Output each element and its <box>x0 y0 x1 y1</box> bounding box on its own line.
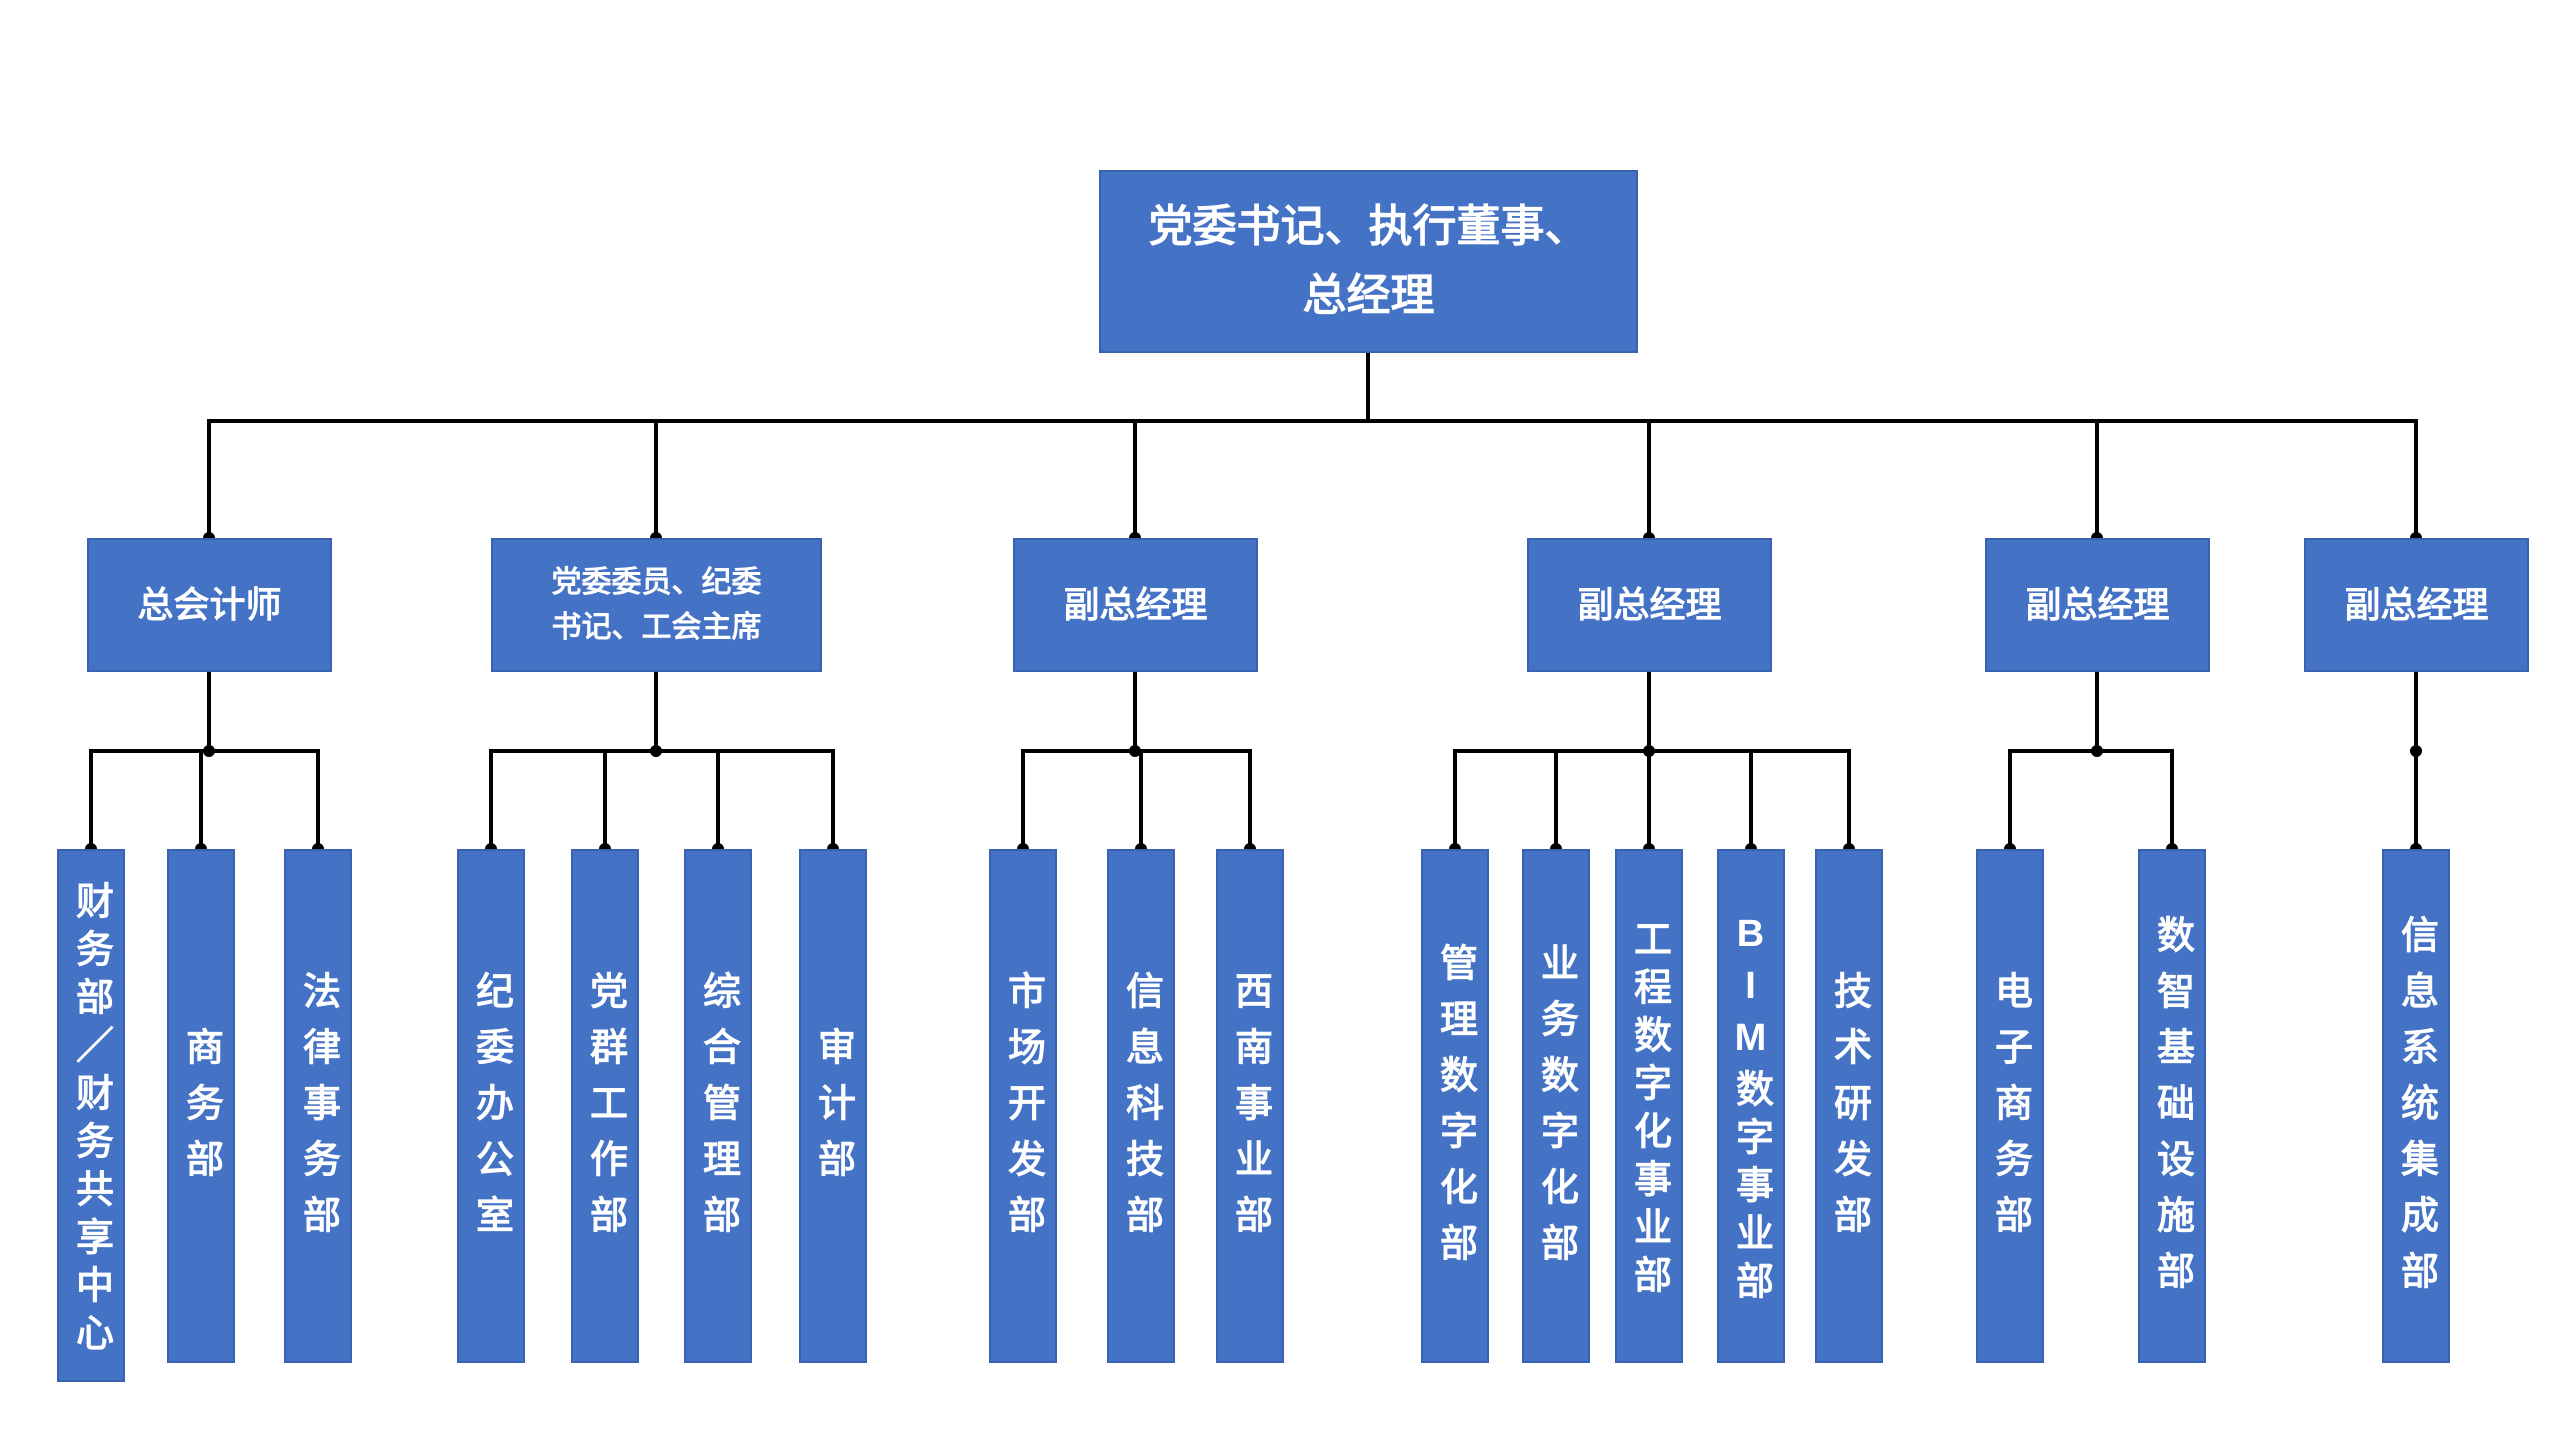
dept-tech-research-development: 技术研发部 <box>1815 849 1883 1363</box>
connector-line-v <box>654 672 658 753</box>
connector-line-v <box>1453 749 1457 851</box>
connector-line-v <box>603 749 607 851</box>
connector-line-v <box>2414 672 2418 851</box>
connector-line-h <box>1021 749 1252 753</box>
dept-discipline-office: 纪委办公室 <box>457 849 525 1363</box>
dept-market-development: 市场开发部 <box>989 849 1057 1363</box>
dept-southwest-division: 西南事业部 <box>1216 849 1284 1363</box>
dept-finance-shared-center: 财务部／财务共享中心 <box>57 849 125 1382</box>
connector-line-v <box>1554 749 1558 851</box>
exec-deputy-gm-1: 副总经理 <box>1013 538 1258 672</box>
exec-party-committee-member: 党委委员、纪委 书记、工会主席 <box>491 538 822 672</box>
connector-line-v <box>1139 749 1143 851</box>
connector-line-v <box>1021 749 1025 851</box>
connector-line-v <box>207 672 211 753</box>
connector-line-h <box>489 749 835 753</box>
dept-legal-affairs: 法律事务部 <box>284 849 352 1363</box>
dept-party-mass-work: 党群工作部 <box>571 849 639 1363</box>
dept-engineering-digitalization-division: 工程数字化事业部 <box>1615 849 1683 1363</box>
connector-line-v <box>1847 749 1851 851</box>
connector-line-v <box>89 749 93 851</box>
connector-line-v <box>1133 672 1137 753</box>
connector-line-v <box>489 749 493 851</box>
dept-info-system-integration: 信息系统集成部 <box>2382 849 2450 1363</box>
dept-ecommerce: 电子商务部 <box>1976 849 2044 1363</box>
org-node-party-secretary-general-manager: 党委书记、执行董事、 总经理 <box>1099 170 1638 353</box>
connector-dot <box>2410 745 2422 757</box>
exec-chief-accountant: 总会计师 <box>87 538 332 672</box>
dept-management-digitalization: 管理数字化部 <box>1421 849 1489 1363</box>
connector-line-v <box>831 749 835 851</box>
dept-general-management: 综合管理部 <box>684 849 752 1363</box>
connector-line-h <box>89 749 320 753</box>
dept-audit: 审计部 <box>799 849 867 1363</box>
connector-line-v <box>2095 419 2099 540</box>
connector-line-v <box>1749 749 1753 851</box>
connector-line-v <box>207 419 211 540</box>
dept-info-technology: 信息科技部 <box>1107 849 1175 1363</box>
connector-line-v <box>716 749 720 851</box>
connector-line-v <box>2095 672 2099 753</box>
connector-line-h <box>2008 749 2174 753</box>
dept-business-digitalization: 业务数字化部 <box>1522 849 1590 1363</box>
connector-line-v <box>1647 672 1651 753</box>
exec-deputy-gm-2: 副总经理 <box>1527 538 1772 672</box>
connector-line-v <box>2008 749 2012 851</box>
dept-digital-infrastructure: 数智基础设施部 <box>2138 849 2206 1363</box>
connector-line-v <box>1133 419 1137 540</box>
exec-deputy-gm-3: 副总经理 <box>1985 538 2210 672</box>
connector-line-v <box>2414 419 2418 540</box>
connector-line-v <box>2170 749 2174 851</box>
connector-line-v <box>199 749 203 851</box>
connector-line-v <box>654 419 658 540</box>
connector-line-h <box>1453 749 1851 753</box>
connector-line-v <box>316 749 320 851</box>
connector-line-v <box>1647 749 1651 851</box>
connector-line-v <box>1647 419 1651 540</box>
exec-deputy-gm-4: 副总经理 <box>2304 538 2529 672</box>
dept-bim-digital-division: BIM数字事业部 <box>1717 849 1785 1363</box>
connector-line-v <box>1248 749 1252 851</box>
connector-line-v <box>1366 353 1370 423</box>
dept-commerce: 商务部 <box>167 849 235 1363</box>
connector-line-h <box>207 419 2418 423</box>
